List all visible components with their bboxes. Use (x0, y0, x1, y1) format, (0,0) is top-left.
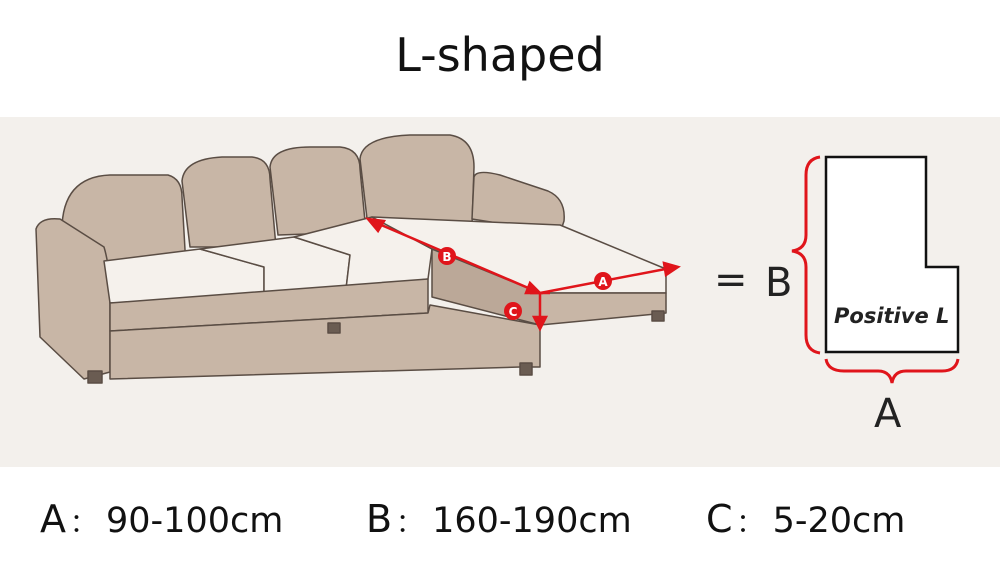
svg-text:B: B (442, 250, 451, 264)
label-a: A (874, 391, 902, 437)
dimension-c: C： 5-20cm (706, 497, 905, 541)
sofa-skirt (109, 304, 541, 380)
dimension-a: A： 90-100cm (40, 497, 283, 541)
back-cushion (359, 134, 475, 228)
l-shape-outline (824, 155, 960, 354)
marker-a: A (594, 272, 612, 290)
dimension-sep: ： (736, 509, 763, 539)
dimension-key: C (706, 497, 733, 541)
sofa-leg (519, 362, 533, 376)
sofa-leg (87, 370, 103, 384)
back-cushion (181, 156, 277, 248)
marker-b: B (438, 247, 456, 265)
dimension-sep: ： (70, 509, 97, 539)
dimension-key: B (366, 497, 393, 541)
dimension-value: 5-20cm (772, 501, 906, 541)
chaise-armrest (471, 171, 565, 234)
svg-text:A: A (598, 275, 608, 289)
measurement-lines (365, 217, 681, 332)
shape-caption: Positive L (834, 304, 950, 328)
dimension-value: 90-100cm (106, 501, 284, 541)
label-b: B (765, 260, 793, 306)
chaise-front (539, 292, 667, 326)
dimension-sep: ： (396, 509, 423, 539)
brace-b (791, 155, 821, 355)
sofa-illustration: B A C (35, 134, 960, 384)
brace-a (824, 358, 960, 384)
equals-sign: = (714, 257, 748, 303)
marker-c: C (504, 302, 522, 320)
dimension-key: A (40, 497, 66, 541)
back-cushion (269, 146, 367, 236)
sofa-leg (327, 322, 341, 334)
dimension-value: 160-190cm (432, 501, 632, 541)
sofa-leg (651, 310, 665, 322)
diagram-panel: B A C = B A Positive L (0, 117, 1000, 467)
svg-text:C: C (509, 305, 518, 319)
page-title: L-shaped (395, 28, 605, 82)
dimension-b: B： 160-190cm (366, 497, 632, 541)
dimension-list: A：90-100cm B：160-190cm C：5-20cm (0, 497, 1000, 547)
